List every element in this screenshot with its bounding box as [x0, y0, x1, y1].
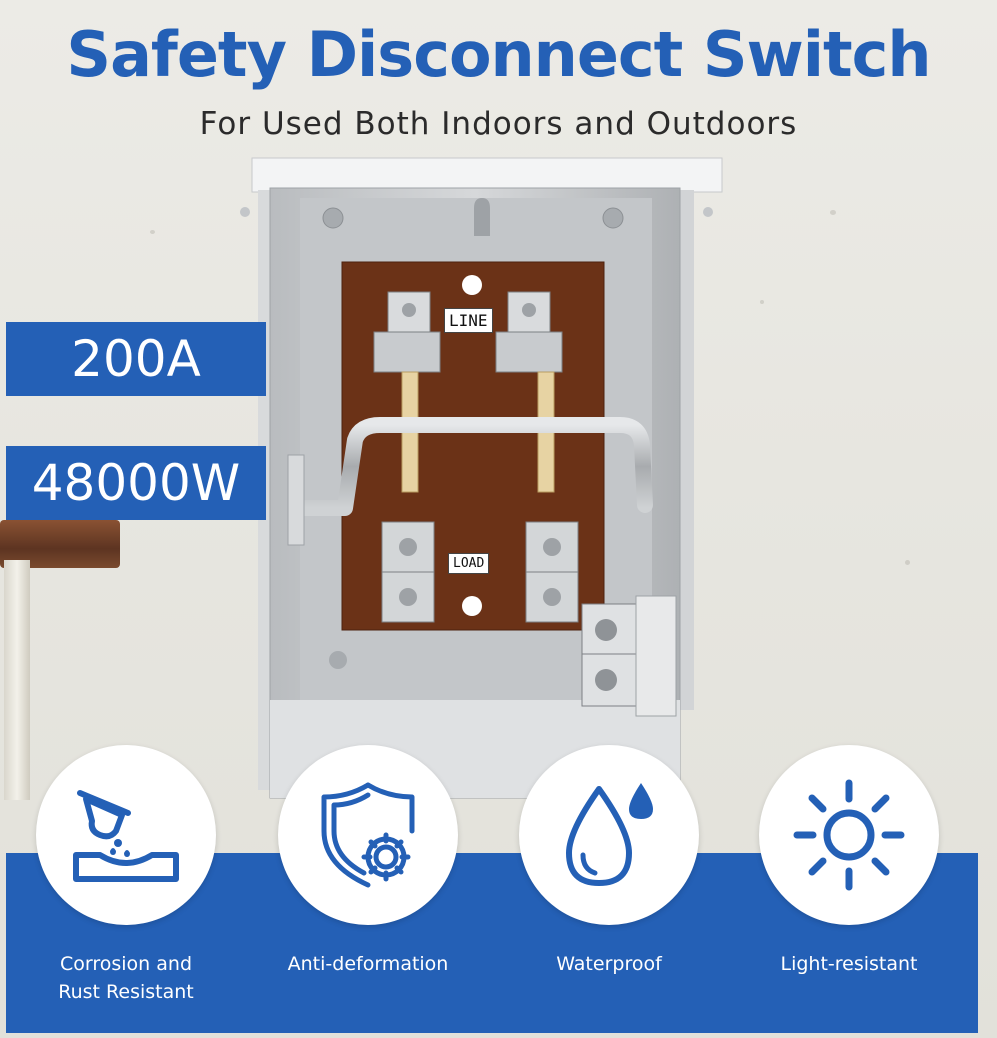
corrosion-icon — [73, 790, 179, 882]
sun-icon — [793, 779, 905, 891]
feature-icon-circle — [278, 745, 458, 925]
wall-speck — [760, 300, 764, 304]
wall-speck — [905, 560, 910, 565]
feature-anti-deformation: Anti-deformation — [268, 745, 468, 1025]
feature-corrosion: Corrosion and Rust Resistant — [26, 745, 226, 1025]
page-subtitle: For Used Both Indoors and Outdoors — [199, 106, 798, 142]
page-title: Safety Disconnect Switch — [66, 18, 931, 91]
shield-gear-icon — [321, 782, 415, 888]
water-drop-icon — [566, 783, 653, 886]
feature-label: Corrosion and Rust Resistant — [58, 953, 194, 1003]
feature-label: Light-resistant — [780, 953, 918, 975]
wall-speck — [830, 210, 836, 215]
spec-amperage-badge: 200A — [6, 322, 266, 396]
feature-label: Anti-deformation — [287, 953, 449, 975]
wall-speck — [150, 230, 155, 234]
spec-wattage-badge: 48000W — [6, 446, 266, 520]
feature-light-resistant: Light-resistant — [749, 745, 949, 1025]
feature-icon-circle — [36, 745, 216, 925]
feature-icon-circle — [519, 745, 699, 925]
feature-waterproof: Waterproof — [509, 745, 709, 1025]
feature-icon-circle — [759, 745, 939, 925]
feature-label: Waterproof — [556, 953, 662, 975]
line-label: LINE — [444, 308, 493, 333]
vertical-pipe — [4, 560, 30, 800]
load-label: LOAD — [448, 553, 490, 574]
